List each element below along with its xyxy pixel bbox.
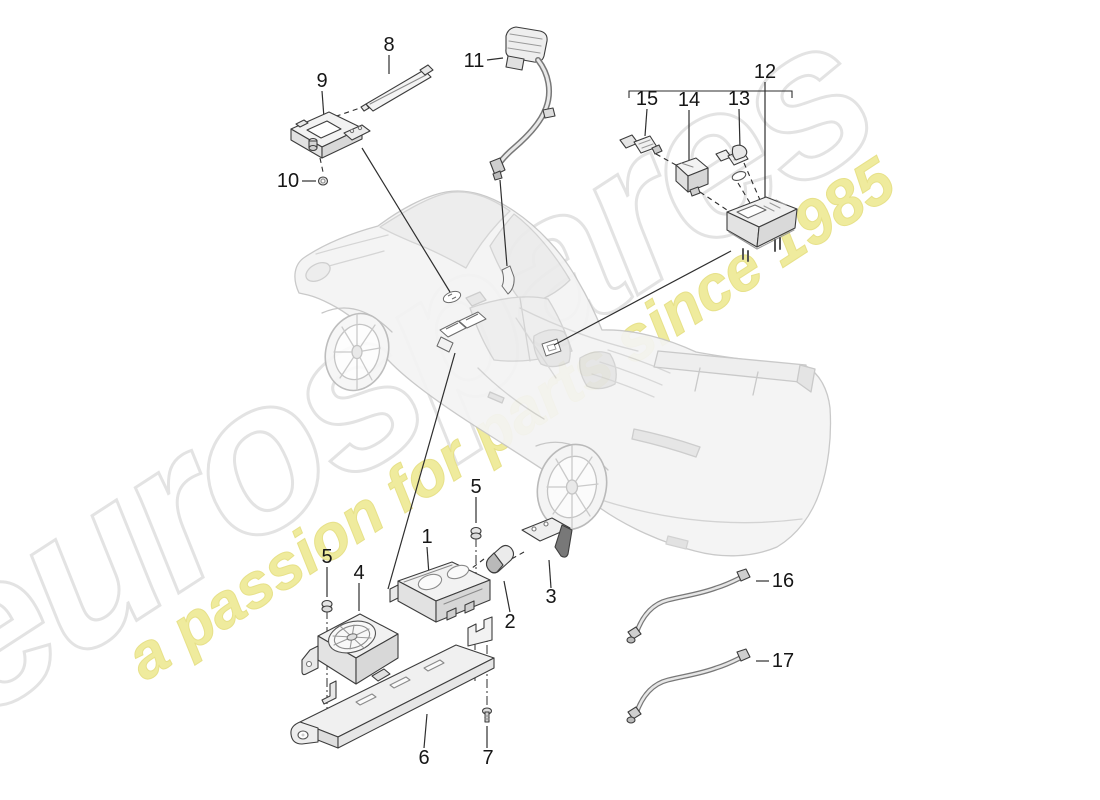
part-5-nut-right (470, 526, 482, 540)
part-label-17[interactable]: 17 (771, 650, 795, 672)
part-14-module (675, 157, 709, 197)
part-label-1[interactable]: 1 (421, 526, 433, 548)
part-10-nut (317, 176, 329, 186)
part-label-12[interactable]: 12 (753, 61, 777, 83)
part-13-connector (715, 144, 749, 182)
car-sketch (294, 190, 832, 557)
cowl-module-a (439, 320, 467, 338)
part-2-grommet (485, 544, 515, 574)
part-label-3[interactable]: 3 (545, 586, 557, 608)
part-3-bracket (521, 517, 573, 558)
part-label-15[interactable]: 15 (635, 88, 659, 110)
part-9-antenna-bracket (290, 111, 371, 159)
part-12-roof-console (726, 196, 798, 262)
part-7-screw (481, 707, 493, 723)
part-label-5-left[interactable]: 5 (321, 546, 333, 568)
part-label-8[interactable]: 8 (383, 34, 395, 56)
part-label-6[interactable]: 6 (418, 747, 430, 769)
cowl-clip (436, 336, 454, 353)
car-mount-markers (436, 265, 562, 357)
roof-antenna-mount (442, 290, 462, 304)
part-label-13[interactable]: 13 (727, 88, 751, 110)
part-label-11[interactable]: 11 (463, 50, 485, 72)
part-11-antenna-cable (489, 26, 556, 181)
part-label-10[interactable]: 10 (276, 170, 300, 192)
leader-lines (302, 55, 793, 749)
part-label-14[interactable]: 14 (677, 89, 701, 111)
part-label-9[interactable]: 9 (316, 70, 328, 92)
part-label-5-right[interactable]: 5 (470, 476, 482, 498)
part-15-connector (619, 134, 663, 155)
part-label-16[interactable]: 16 (771, 570, 795, 592)
cowl-module-b (458, 311, 487, 329)
part-label-4[interactable]: 4 (353, 562, 365, 584)
part-4-siren-speaker (301, 613, 399, 685)
part-6-mounting-bracket (290, 616, 495, 749)
part-label-2[interactable]: 2 (504, 611, 516, 633)
part-1-amplifier (389, 561, 491, 623)
part-8-antenna-strip (360, 64, 434, 112)
part-17-cable (626, 648, 751, 724)
part-label-7[interactable]: 7 (482, 747, 494, 769)
roof-cable-hook (501, 265, 515, 295)
part-16-cable (626, 568, 751, 644)
part-5-nut-left (321, 599, 333, 613)
front-wheel (324, 312, 390, 392)
